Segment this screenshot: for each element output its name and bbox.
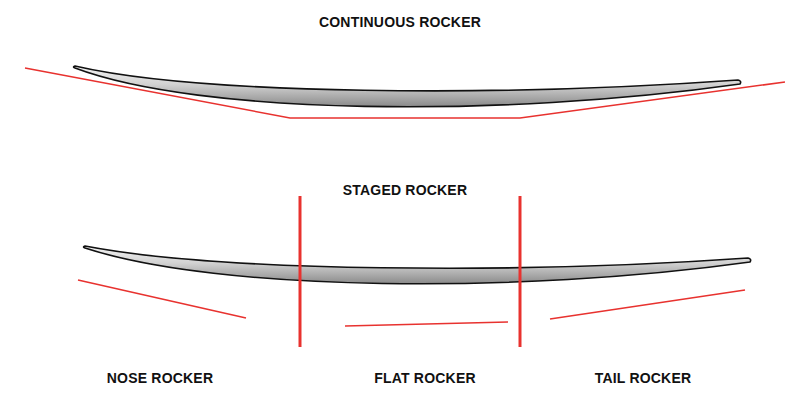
section-heading: STAGED ROCKER — [343, 182, 467, 198]
surfboard-profile — [74, 66, 741, 107]
rocker-line — [78, 280, 246, 318]
stage-divider — [519, 196, 522, 347]
rocker-line — [25, 68, 785, 118]
surfboard-profile — [84, 246, 751, 284]
stage-divider — [299, 196, 302, 347]
section-heading: CONTINUOUS ROCKER — [319, 14, 481, 30]
rocker-line — [345, 322, 508, 326]
zone-label: FLAT ROCKER — [374, 370, 476, 386]
zone-label: TAIL ROCKER — [595, 370, 692, 386]
rocker-line — [550, 290, 745, 319]
zone-label: NOSE ROCKER — [107, 370, 213, 386]
